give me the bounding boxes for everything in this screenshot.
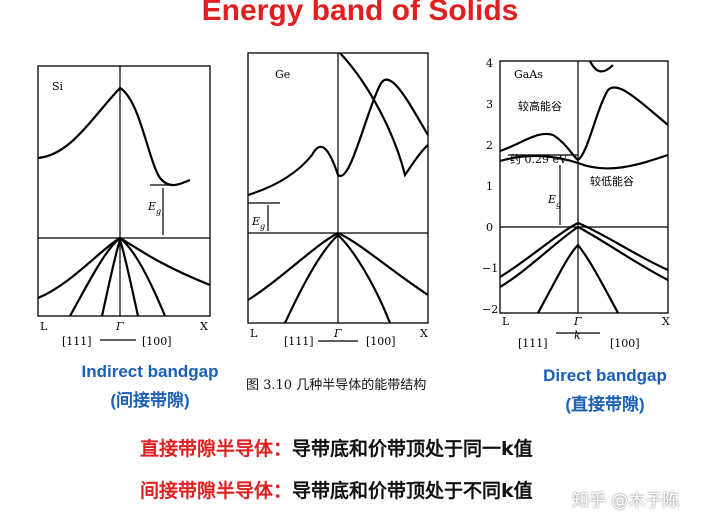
gaas-upper-band-1 [589, 60, 614, 73]
gaas-k-right: X [662, 315, 670, 328]
si-dir-right: [100] [142, 335, 172, 348]
watermark: 知乎 @木子陈 [572, 491, 680, 511]
ge-conduction-band [247, 78, 429, 197]
ge-band-diagram: Ge Eg L Γ X [111] [100] [247, 52, 429, 348]
gaas-band-diagram: 4 3 2 1 0 −1 −2 GaAs 较高能谷 约 0.29 eV 较低能谷… [482, 57, 670, 350]
gaas-upper-band-2 [499, 153, 669, 170]
si-k-mid: Γ [115, 320, 124, 333]
indirect-rule-term: 间接带隙半导体： [140, 480, 293, 502]
si-eg-label: Eg [147, 200, 161, 216]
ge-valence-band-1 [247, 231, 429, 301]
ge-eg-label: Eg [251, 215, 265, 231]
gaas-lower-valley-label: 较低能谷 [590, 174, 634, 188]
gaas-eg-subscript: g [556, 200, 561, 209]
gaas-valence-band-3 [537, 243, 619, 314]
gaas-dir-right: [100] [610, 337, 640, 350]
gaas-ytick-m2: −2 [482, 303, 498, 316]
gaas-gap-note: 约 0.29 eV [510, 153, 568, 166]
gaas-k-axis-label: k [574, 329, 581, 342]
si-eg-subscript: g [156, 207, 161, 216]
si-frame [37, 65, 211, 317]
page-title: Energy band of Solids [201, 0, 519, 27]
indirect-rule-desc: 导带底和价带顶处于不同k值 [292, 480, 533, 502]
gaas-ytick-m1: −1 [482, 262, 498, 275]
gaas-ytick-2: 2 [486, 139, 493, 152]
gaas-conduction-band [499, 86, 669, 162]
si-dir-left: [111] [62, 335, 92, 348]
gaas-k-mid: Γ [573, 315, 582, 328]
gaas-ytick-0: 0 [486, 221, 493, 234]
direct-bandgap-label: Direct bandgap [543, 366, 667, 385]
direct-rule-desc: 导带底和价带顶处于同一k值 [292, 438, 533, 460]
si-k-right: X [200, 320, 208, 333]
direct-rule: 直接带隙半导体：导带底和价带顶处于同一k值 [140, 434, 533, 461]
gaas-frame [499, 60, 669, 314]
gaas-ytick-1: 1 [486, 180, 493, 193]
ge-valence-band-2 [284, 233, 392, 324]
ge-dir-right: [100] [366, 335, 396, 348]
si-valence-band-1 [37, 236, 211, 300]
indirect-rule: 间接带隙半导体：导带底和价带顶处于不同k值 [140, 476, 533, 503]
gaas-ytick-4: 4 [486, 57, 493, 70]
indirect-bandgap-cn: (间接带隙) [110, 391, 190, 410]
ge-dir-left: [111] [284, 335, 314, 348]
ge-k-left: L [250, 327, 258, 340]
si-band-diagram: Si Eg L Γ X [111] [100] [37, 65, 211, 348]
ge-eg-subscript: g [260, 222, 265, 231]
si-conduction-band [37, 86, 191, 187]
ge-label: Ge [275, 68, 290, 81]
direct-rule-term: 直接带隙半导体： [140, 438, 293, 460]
ge-k-mid: Γ [333, 327, 342, 340]
ge-k-right: X [420, 327, 428, 340]
si-k-left: L [40, 320, 48, 333]
gaas-valence-band-1 [499, 225, 669, 288]
ge-upper-band [339, 52, 429, 178]
indirect-bandgap-label: Indirect bandgap [81, 362, 219, 381]
gaas-valence-band-2 [499, 221, 669, 278]
gaas-ytick-3: 3 [486, 98, 493, 111]
figure-caption: 图 3.10 几种半导体的能带结构 [246, 378, 427, 393]
gaas-upper-valley-label: 较高能谷 [518, 99, 562, 113]
gaas-dir-left: [111] [518, 337, 548, 350]
gaas-label: GaAs [514, 68, 543, 81]
gaas-k-left: L [502, 315, 510, 328]
direct-bandgap-cn: (直接带隙) [565, 395, 645, 414]
gaas-eg-label: Eg [547, 193, 561, 209]
si-valence-band-3 [100, 236, 140, 317]
si-label: Si [52, 80, 64, 93]
